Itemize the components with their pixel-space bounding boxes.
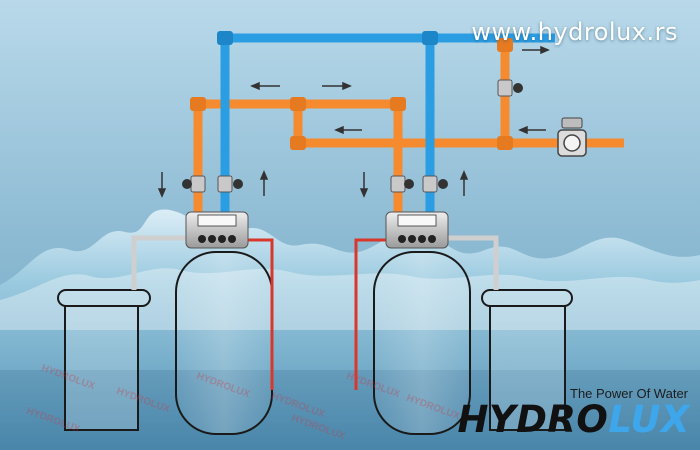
brand-part-1: HYDRO [457,398,609,441]
brand-logo: HYDROLUX [457,400,690,440]
brine-line-left [131,235,188,290]
flow-arrow-icon [322,81,352,91]
flow-arrow-icon [459,170,469,196]
flow-arrow-icon [250,81,280,91]
flow-arrow-icon [522,45,550,55]
valve-icon [497,79,523,97]
valve-icon [182,175,206,193]
softener-tank-right [373,251,471,435]
valve-icon [217,175,243,193]
site-url: www.hydrolux.rs [471,18,678,46]
valve-icon [390,175,414,193]
flow-arrow-icon [518,125,546,135]
control-head-icon [385,211,449,249]
brine-tank-left [57,289,151,431]
brine-line-right [448,235,499,290]
brine-tank-right [481,289,573,431]
red-line-right [354,238,386,390]
flow-arrow-icon [359,172,369,198]
tagline: The Power Of Water [570,386,688,401]
brand-part-2: LUX [608,398,690,441]
blue-pipe-network [220,33,555,213]
water-meter-icon [557,117,587,157]
valve-icon [422,175,448,193]
red-line-left [244,238,274,390]
pipe-fittings [190,31,513,150]
softener-tank-left [175,251,273,435]
flow-arrow-icon [259,170,269,196]
control-head-icon [185,211,249,249]
flow-arrow-icon [334,125,362,135]
water-surface-band [0,370,700,450]
flow-arrow-icon [157,172,167,198]
